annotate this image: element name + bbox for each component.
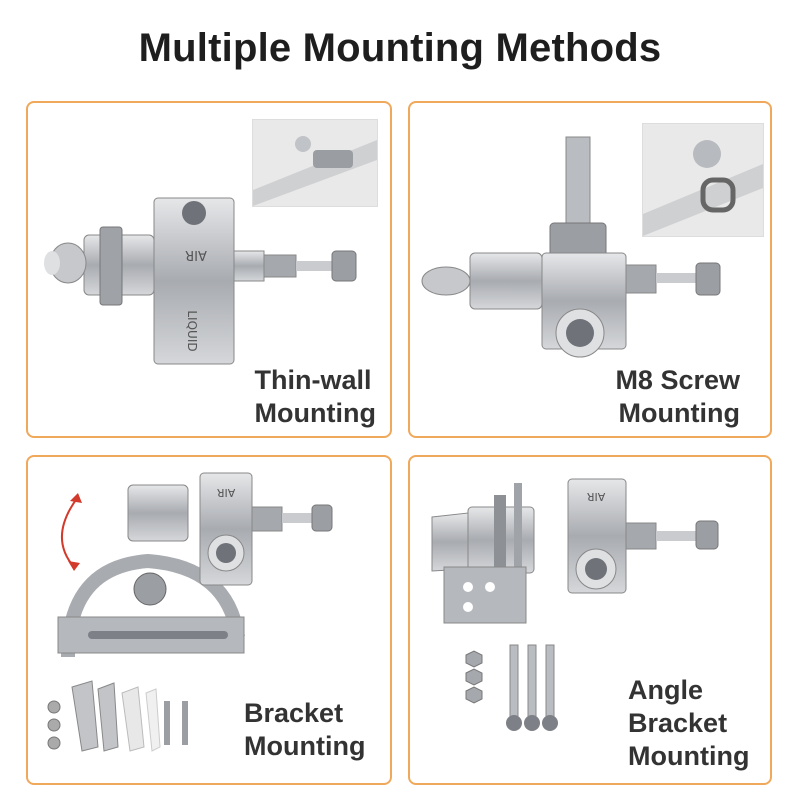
- label-m8-screw-mounting: M8 Screw Mounting: [615, 365, 740, 428]
- panel-m8-screw-mounting: M8 Screw Mounting: [408, 101, 772, 438]
- nozzle-bracket-illustration: AIR: [47, 472, 333, 752]
- stamp-air: AIR: [216, 486, 235, 499]
- panel-bracket-mounting: AIR Bracket Mounting: [26, 455, 392, 785]
- bolts-and-nuts-icon: [465, 644, 558, 731]
- inset-photo-thin-wall: [252, 119, 378, 207]
- nozzle-m8-screw-illustration: [421, 136, 721, 358]
- rotation-arrow-icon: [61, 496, 79, 568]
- panel-thin-wall-mounting: AIR LIQUID Thin-wall Mounting: [26, 101, 392, 438]
- label-bracket-mounting: Bracket Mounting: [244, 698, 366, 761]
- page-title: Multiple Mounting Methods: [138, 26, 662, 70]
- nozzle-thin-wall-illustration: AIR LIQUID: [44, 197, 357, 365]
- stamp-air: AIR: [586, 490, 605, 503]
- stamp-liquid: LIQUID: [185, 310, 199, 351]
- panel-angle-bracket-mounting: AIR Angle Bracket Mounting: [408, 455, 772, 785]
- stamp-air: AIR: [185, 247, 207, 262]
- label-thin-wall-mounting: Thin-wall Mounting: [254, 365, 376, 428]
- screws-and-anchors-icon: [47, 680, 188, 752]
- label-angle-bracket-mounting: Angle Bracket Mounting: [628, 675, 750, 771]
- inset-photo-m8-screw: [642, 123, 764, 237]
- nozzle-angle-bracket-illustration: AIR: [431, 478, 719, 731]
